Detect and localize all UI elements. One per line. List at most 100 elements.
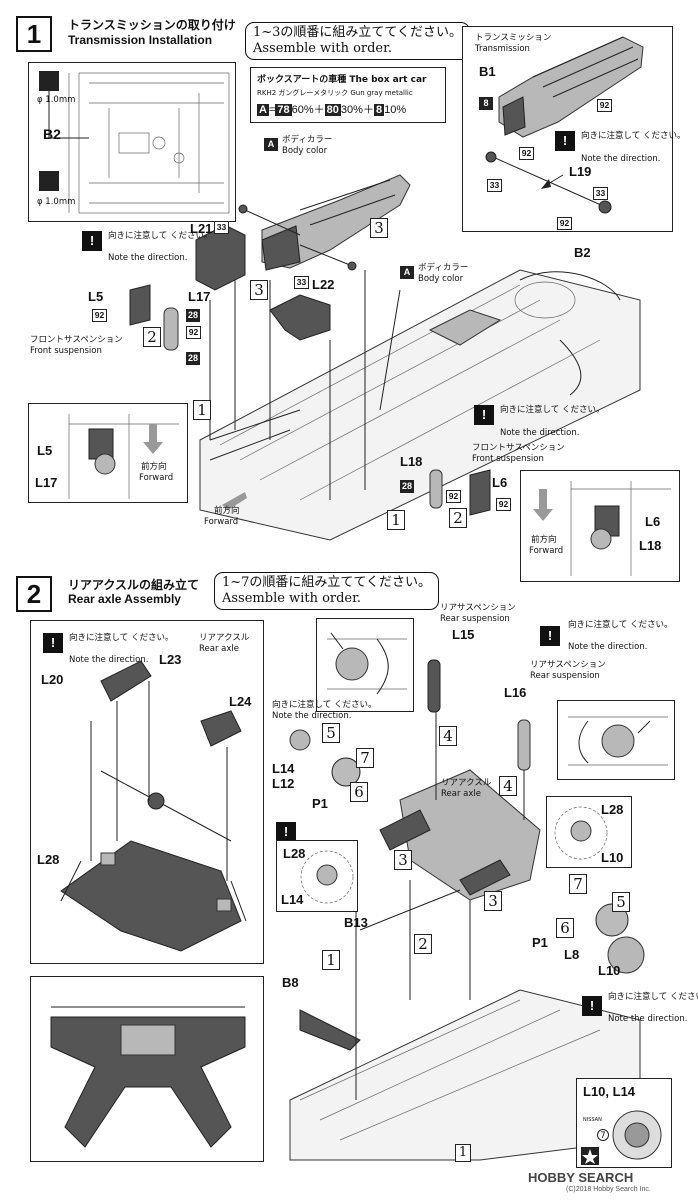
caution-icon-rr: ! (540, 626, 560, 646)
rear-axle-en-l: Rear axle (199, 644, 239, 654)
code-33-l21: 33 (214, 221, 229, 234)
part-l14: L14 (272, 761, 295, 776)
decal-number: 7 (597, 1129, 609, 1141)
step2-seq-5a: 5 (322, 723, 340, 743)
body-color-en-1: Body color (282, 146, 328, 156)
step2-order-en: Assemble with order. (222, 591, 362, 606)
caution-jp-rr: 向きに注意して ください。 (568, 620, 673, 630)
caution-en-rr: Note the direction. (568, 642, 648, 652)
drill-size-top: φ 1.0mm (37, 95, 76, 105)
code-33-l22: 33 (294, 276, 309, 289)
part-l23: L23 (159, 652, 182, 667)
paint-80-tag: 80 (324, 104, 341, 116)
part-l14-inset: L14 (281, 892, 304, 907)
wheel-decal-inset: L10, L14 NISSAN 7 (576, 1078, 672, 1168)
caution-jp-l14: 向きに注意して ください。 (272, 700, 377, 710)
rear-axle-en-r: Rear axle (441, 789, 481, 799)
hobby-search-watermark: HOBBY SEARCH (528, 1170, 634, 1185)
body-color-jp-2: ボディカラー (418, 263, 469, 273)
l28-l14-inset: L28 L14 (276, 840, 358, 912)
caution-jp-rl: 向きに注意して ください。 (69, 633, 174, 643)
part-l6-inset: L6 (645, 514, 661, 529)
part-l28-inset: L28 (283, 846, 306, 861)
mix-p3: 10% (384, 104, 407, 116)
step1-order-box: 1~3の順番に組み立ててください。 Assemble with order. (245, 22, 471, 60)
paint-78-tag: 78 (275, 104, 292, 116)
front-susp-en-l: Front suspension (30, 346, 102, 356)
chassis-topview-drawing (39, 71, 230, 214)
step2-seq-3a: 3 (394, 850, 412, 870)
rear-axle-subassembly-drawing (60, 660, 247, 952)
l28-l14-drawing (300, 850, 354, 904)
part-l28-inset-r: L28 (601, 802, 624, 817)
caution-en-l10: Note the direction. (608, 1014, 688, 1024)
part-p1-b: P1 (532, 935, 548, 950)
part-l10-l14: L10, L14 (583, 1084, 636, 1099)
box-art-paint-box: ボックスアートの車種 The box art car RKH2 ガングレーメタリ… (250, 67, 446, 123)
rear-susp-jp-2: リアサスペンション (530, 660, 606, 670)
rear-frame-drawing (50, 1006, 246, 1148)
step2-seq-7b: 7 (569, 874, 587, 894)
code-33-tr2: 33 (593, 187, 608, 200)
rear-axle-subassembly-panel: ! 向きに注意して ください。 Note the direction. L23 … (30, 620, 264, 964)
step2-title-en: Rear axle Assembly (68, 592, 181, 606)
step1-seq-1b: 1 (387, 510, 405, 530)
step2-seq-6a: 6 (350, 782, 368, 802)
caution-jp-tr: 向きに注意して ください。 (581, 131, 686, 141)
transmission-drawing (485, 36, 644, 214)
caution-jp-r: 向きに注意して ください。 (500, 405, 605, 415)
forward-arrow-icon (222, 492, 247, 510)
part-l21: L21 (190, 221, 213, 236)
part-b8: B8 (282, 975, 299, 990)
code-92-l5: 92 (92, 309, 107, 322)
rear-axle-detail-drawing-a (327, 632, 407, 695)
caution-icon-r: ! (474, 405, 494, 425)
caution-jp-l: 向きに注意して ください。 (108, 231, 213, 241)
box-art-title: ボックスアートの車種 The box art car (257, 75, 427, 85)
step2-seq-3b: 3 (484, 891, 502, 911)
step1-seq-2a: 2 (143, 327, 161, 347)
watermark-copyright: (C)2018 Hobby Search Inc. (566, 1186, 651, 1193)
part-l24: L24 (229, 694, 252, 709)
step1-title-jp: トランスミッションの取り付け (68, 18, 236, 32)
forward-en-r: Forward (529, 546, 564, 556)
caution-en-r: Note the direction. (500, 428, 580, 438)
caution-icon-l14: ! (276, 822, 296, 842)
step2-seq-4a: 4 (439, 726, 457, 746)
rear-axle-jp-r: リアアクスル (441, 778, 492, 788)
code-92-tr: 92 (597, 99, 612, 112)
part-l22: L22 (312, 277, 335, 292)
front-susp-jp-l: フロントサスペンション (30, 335, 123, 345)
part-b2: B2 (574, 245, 591, 260)
code-92-tr2: 92 (519, 147, 534, 160)
caution-icon-rl: ! (43, 633, 63, 653)
paint-8-tag: 8 (373, 104, 385, 116)
chassis-drill-inset: φ 1.0mm φ 1.0mm B2 (28, 62, 236, 222)
part-l5: L5 (88, 289, 104, 304)
forward-down-arrow-icon-r (533, 489, 553, 521)
step1-title-en: Transmission Installation (68, 33, 213, 47)
front-susp-en-r: Front suspension (472, 454, 544, 464)
mix-eq: = (268, 104, 276, 116)
forward-jp-r: 前方向 (531, 535, 557, 545)
part-l6: L6 (492, 475, 508, 490)
part-b2-inset: B2 (43, 126, 61, 142)
body-color-tag-2: A (400, 266, 414, 279)
rear-susp-jp-1: リアサスペンション (440, 603, 516, 613)
caution-en-l14: Note the direction. (272, 711, 352, 721)
part-l16: L16 (504, 685, 527, 700)
front-susp-right-inset: L6 L18 前方向 Forward (520, 470, 680, 582)
decal-text: NISSAN (583, 1117, 602, 1123)
part-l5-inset: L5 (37, 443, 53, 458)
caution-en-l: Note the direction. (108, 253, 188, 263)
forward-jp-l: 前方向 (141, 462, 167, 472)
forward-down-arrow-icon (143, 424, 163, 454)
step1-main-drawing (129, 174, 641, 541)
step1-seq-2b: 2 (449, 508, 467, 528)
code-92-r2: 92 (496, 498, 511, 511)
step1-seq-3b: 3 (370, 218, 388, 238)
part-l28: L28 (37, 852, 60, 867)
